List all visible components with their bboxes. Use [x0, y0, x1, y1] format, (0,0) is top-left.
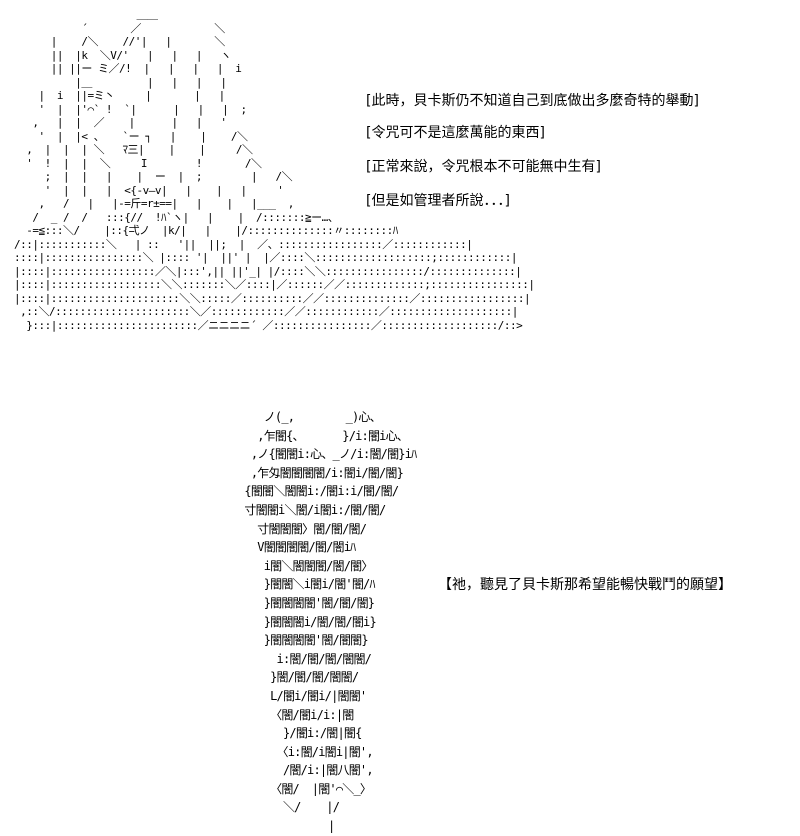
narration-line-2: [令咒可不是這麼萬能的東西] [366, 125, 545, 141]
narration-line-5: 【祂，聽見了貝卡斯那希望能暢快戰鬥的願望】 [438, 577, 732, 593]
narration-line-1: [此時，貝卡斯仍不知道自己到底做出多麼奇特的舉動] [366, 93, 699, 109]
narration-line-3: [正常來說，令咒根本不可能無中生有] [366, 159, 601, 175]
narration-line-4: [但是如管理者所說．．．] [366, 193, 510, 209]
ascii-art-dark-figure: ノ(_, _)心、 ,乍闇{、 }/i:闇i心、 ,ノ{闇闇i:心、_ノ/i:闇… [244, 410, 417, 834]
ascii-art-caster-figure: ＿＿ ´ ／ ＼ | /＼ //'| | ＼ || |k ＼V/' | | | … [14, 8, 535, 332]
